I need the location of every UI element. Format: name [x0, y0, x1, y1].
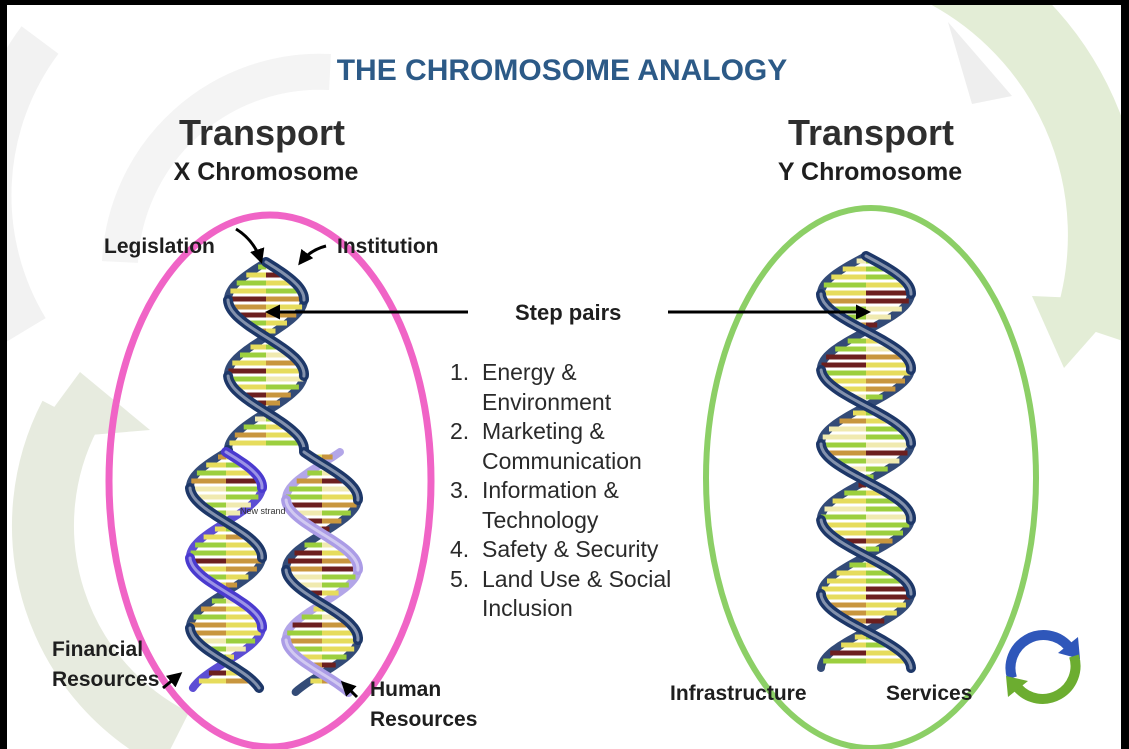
- watermark-arrowhead: [948, 22, 1012, 104]
- dna-strand-highlight: [284, 638, 350, 694]
- item-text: Energy & Environment: [482, 358, 611, 417]
- item-line: Technology: [482, 506, 599, 533]
- step-pairs-list: 1. Energy & Environment 2. Marketing & C…: [450, 358, 671, 624]
- dna-strand-highlight: [819, 368, 913, 446]
- y-chromosome-subheading: Y Chromosome: [777, 158, 963, 186]
- x-chromosome-subheading: X Chromosome: [173, 158, 359, 186]
- item-number: 4.: [450, 536, 470, 562]
- item-line: Marketing &: [482, 418, 605, 444]
- item-line: Environment: [482, 388, 612, 415]
- dna-strand-highlight: [864, 254, 913, 296]
- financial-resources-arrow: [162, 672, 183, 690]
- legislation-arrow: [235, 227, 265, 264]
- institution-arrow: [298, 244, 327, 266]
- step-pair-item: 5. Land Use & Social Inclusion: [450, 565, 671, 624]
- dna-strand-highlight: [226, 374, 306, 452]
- item-line: Energy &: [482, 359, 577, 385]
- watermark-arrowhead: [30, 372, 150, 440]
- dna-strand-highlight: [819, 592, 913, 670]
- item-line: Communication: [482, 447, 642, 474]
- page-title: THE CHROMOSOME ANALOGY: [336, 54, 788, 87]
- watermark-arc: [922, 0, 1129, 342]
- refresh-icon: [1005, 630, 1081, 704]
- dna-strand-highlight: [224, 450, 264, 490]
- financial-resources-label: Financial Resources: [52, 635, 159, 695]
- x-helix-upper: [223, 257, 310, 457]
- human-resources-line: Human: [370, 678, 442, 701]
- watermark-arc: [11, 400, 190, 749]
- item-number: 1.: [450, 359, 470, 385]
- step-pairs-label: Step pairs: [515, 300, 622, 325]
- financial-resources-line: Financial: [52, 638, 144, 661]
- dna-strand-highlight: [302, 450, 360, 502]
- dna-strand-highlight: [819, 518, 913, 596]
- refresh-arrowhead-blue: [1058, 637, 1080, 659]
- watermark-arc: [0, 26, 59, 342]
- item-line: Land Use & Social: [482, 565, 672, 592]
- item-number: 3.: [450, 477, 470, 503]
- institution-label: Institution: [337, 235, 439, 258]
- services-label: Services: [886, 682, 973, 705]
- refresh-arc-blue: [1005, 630, 1072, 680]
- human-resources-line: Resources: [370, 708, 478, 731]
- y-chromosome-outline: [703, 205, 1039, 749]
- item-line: Information &: [482, 477, 619, 503]
- dna-strand-highlight: [226, 298, 306, 378]
- item-line: Safety & Security: [482, 536, 659, 562]
- dna-strand-highlight: [819, 442, 913, 522]
- dna-strand-highlight: [188, 626, 261, 690]
- item-number: 2.: [450, 418, 470, 444]
- y-helix: [816, 251, 917, 673]
- financial-resources-line: Resources: [52, 668, 160, 691]
- human-resources-label: Human Resources: [370, 675, 477, 735]
- dna-strand-back: [281, 448, 344, 504]
- new-strand-label: New strand: [240, 506, 286, 516]
- refresh-arc-green: [1014, 654, 1081, 704]
- refresh-arrowhead-green: [1006, 676, 1028, 697]
- arrows: [162, 227, 871, 699]
- item-text: Safety & Security: [482, 535, 658, 565]
- dna-strand-back: [186, 448, 230, 492]
- item-number: 5.: [450, 565, 470, 592]
- item-text: Information & Technology: [482, 476, 619, 535]
- x-chromosome-outline: [105, 211, 435, 749]
- step-pair-item: 3. Information & Technology: [450, 476, 671, 535]
- dna-strand-highlight: [284, 568, 360, 642]
- infrastructure-label: Infrastructure: [670, 682, 807, 705]
- x-chromosome-heading: Transport: [178, 112, 346, 153]
- step-pair-item: 4. Safety & Security: [450, 535, 671, 565]
- item-text: Marketing & Communication: [482, 417, 642, 476]
- dna-strand-highlight: [819, 292, 913, 372]
- dna-strand-highlight: [284, 498, 360, 572]
- x-helix-lower-right: [281, 447, 364, 697]
- dna-strand-highlight: [264, 260, 306, 302]
- dna-strand-highlight: [188, 556, 264, 630]
- human-resources-arrow: [340, 680, 359, 699]
- y-chromosome-heading: Transport: [787, 112, 955, 153]
- watermark-arc: [102, 53, 331, 264]
- step-pair-item: 1. Energy & Environment: [450, 358, 671, 417]
- step-pair-item: 2. Marketing & Communication: [450, 417, 671, 476]
- item-line: Inclusion: [482, 595, 573, 621]
- watermark-arrowhead: [1032, 296, 1124, 368]
- dna-strand-highlight: [188, 486, 264, 560]
- legislation-label: Legislation: [104, 235, 215, 258]
- item-text: Land Use & Social Inclusion: [482, 565, 671, 624]
- dna-helices: [185, 251, 917, 697]
- x-helix-lower-left: [185, 447, 267, 693]
